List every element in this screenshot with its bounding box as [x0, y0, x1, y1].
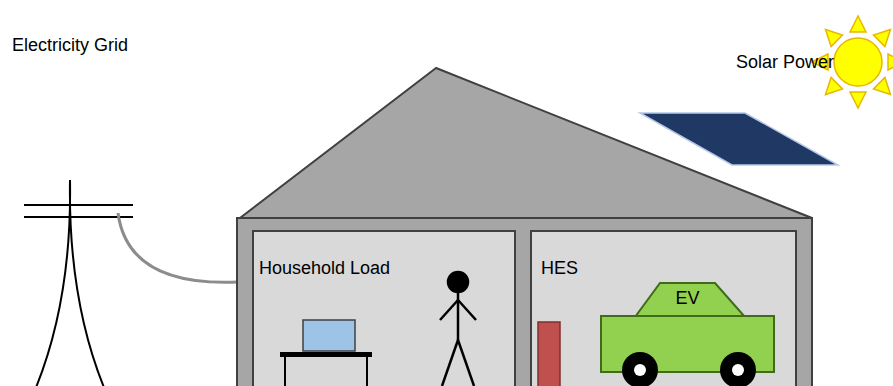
room-box: HES EV — [530, 230, 797, 386]
figure-arm — [440, 300, 458, 320]
tower-leg — [70, 180, 105, 386]
table-top — [280, 352, 372, 357]
room-label: HES — [541, 259, 578, 279]
sun-ray — [874, 30, 891, 47]
figure-arm — [458, 300, 476, 320]
power-tower — [24, 180, 133, 386]
sun-ray — [888, 54, 893, 70]
house-body — [237, 218, 812, 386]
figure-body — [457, 290, 460, 340]
wheel-hub — [634, 364, 646, 376]
room-label: Household Load — [259, 259, 390, 279]
stick-figure — [440, 272, 476, 386]
sun-ray — [850, 16, 866, 32]
room-box: Household Load — [252, 230, 516, 386]
tower-leg — [35, 180, 70, 386]
home-energy-storage — [538, 322, 560, 386]
wheel-hub — [732, 364, 744, 376]
car-wheel — [622, 352, 658, 386]
tower-crossarm — [24, 216, 133, 218]
figure-leg — [458, 340, 474, 386]
sun-ray — [826, 78, 843, 95]
car-wheel — [720, 352, 756, 386]
caption-label: Solar Power — [736, 53, 834, 73]
table-leg — [366, 357, 368, 386]
tv-on-table — [280, 320, 372, 386]
car-label: EV — [660, 289, 715, 309]
tv-screen — [303, 320, 355, 351]
figure-head — [448, 272, 468, 292]
caption-label: Electricity Grid — [12, 36, 128, 56]
solar-panel — [640, 113, 838, 165]
sun-disc — [834, 38, 882, 86]
table-leg — [284, 357, 286, 386]
figure-leg — [442, 340, 458, 386]
sun-ray — [874, 78, 891, 95]
house-roof — [240, 68, 812, 218]
sun-ray — [850, 92, 866, 108]
grid-wire — [118, 213, 238, 282]
sun-ray — [826, 30, 843, 47]
car-roof — [635, 283, 745, 317]
tower-crossarm — [24, 204, 133, 206]
car-shape: EV — [600, 282, 775, 386]
